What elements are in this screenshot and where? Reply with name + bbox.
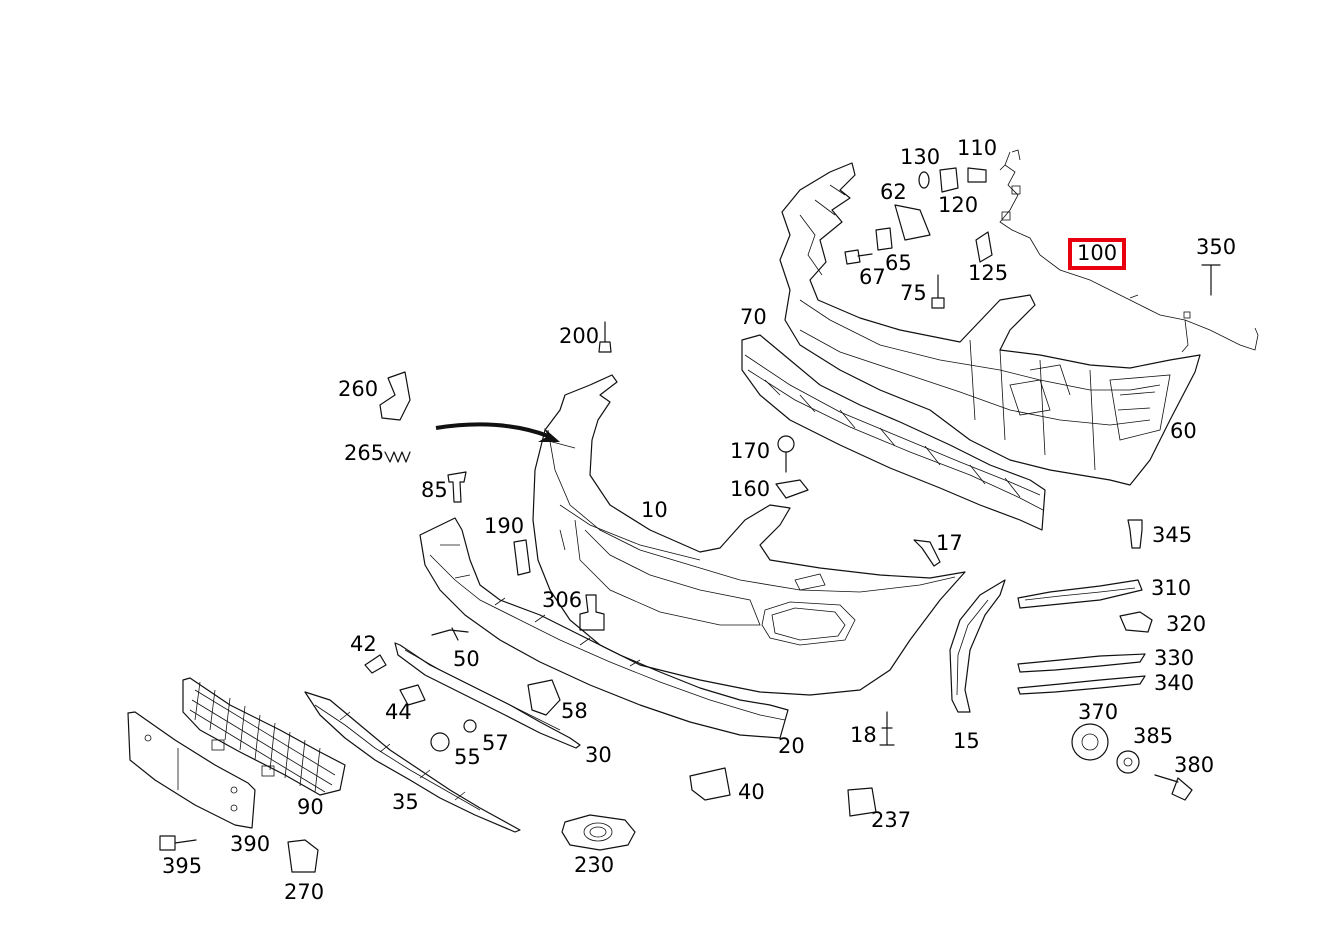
callout-310[interactable]: 310 — [1151, 576, 1192, 600]
callout-62[interactable]: 62 — [880, 180, 907, 204]
callout-340[interactable]: 340 — [1154, 671, 1195, 695]
license-bracket-390 — [127, 711, 256, 829]
callout-70[interactable]: 70 — [740, 305, 767, 329]
callout-110[interactable]: 110 — [957, 136, 998, 160]
callout-100-highlighted[interactable]: 100 — [1068, 238, 1127, 270]
callout-42[interactable]: 42 — [350, 632, 377, 656]
bumper-reinforcement-60 — [779, 162, 1201, 486]
callout-65[interactable]: 65 — [885, 251, 912, 275]
callout-57[interactable]: 57 — [482, 731, 509, 755]
callout-44[interactable]: 44 — [385, 700, 412, 724]
fasteners — [159, 167, 1221, 873]
callout-265[interactable]: 265 — [344, 441, 385, 465]
callout-370[interactable]: 370 — [1078, 700, 1119, 724]
callout-90[interactable]: 90 — [297, 795, 324, 819]
callout-395[interactable]: 395 — [162, 854, 203, 878]
callout-85[interactable]: 85 — [421, 478, 448, 502]
callout-55[interactable]: 55 — [454, 745, 481, 769]
energy-absorber-70 — [741, 334, 1046, 531]
callout-17[interactable]: 17 — [936, 531, 963, 555]
side-strip-15 — [949, 579, 1006, 713]
callout-40[interactable]: 40 — [738, 780, 765, 804]
callout-237[interactable]: 237 — [871, 808, 912, 832]
callout-20[interactable]: 20 — [778, 734, 805, 758]
callout-35[interactable]: 35 — [392, 790, 419, 814]
callout-125[interactable]: 125 — [968, 261, 1009, 285]
callout-75[interactable]: 75 — [900, 281, 927, 305]
callout-270[interactable]: 270 — [284, 880, 325, 904]
callout-200[interactable]: 200 — [559, 324, 600, 348]
callout-390[interactable]: 390 — [230, 832, 271, 856]
callout-190[interactable]: 190 — [484, 514, 525, 538]
callout-350[interactable]: 350 — [1196, 235, 1237, 259]
callout-160[interactable]: 160 — [730, 477, 771, 501]
callout-10[interactable]: 10 — [641, 498, 668, 522]
callout-50[interactable]: 50 — [453, 647, 480, 671]
callout-58[interactable]: 58 — [561, 699, 588, 723]
direction-arrow — [435, 422, 560, 442]
callout-15[interactable]: 15 — [953, 729, 980, 753]
callout-230[interactable]: 230 — [574, 853, 615, 877]
bumper-cover-10 — [532, 374, 966, 696]
callout-385[interactable]: 385 — [1133, 724, 1174, 748]
callout-330[interactable]: 330 — [1154, 646, 1195, 670]
callout-380[interactable]: 380 — [1174, 753, 1215, 777]
wiring-harness-100 — [999, 149, 1259, 353]
callout-60[interactable]: 60 — [1170, 419, 1197, 443]
strip-330 — [1017, 653, 1146, 673]
callout-260[interactable]: 260 — [338, 377, 379, 401]
grille-90 — [182, 677, 346, 796]
callout-130[interactable]: 130 — [900, 145, 941, 169]
callout-170[interactable]: 170 — [730, 439, 771, 463]
trim-strip-30 — [394, 642, 581, 749]
callout-18[interactable]: 18 — [850, 723, 877, 747]
callout-320[interactable]: 320 — [1166, 612, 1207, 636]
callout-306[interactable]: 306 — [542, 588, 583, 612]
callout-30[interactable]: 30 — [585, 743, 612, 767]
callout-67[interactable]: 67 — [859, 265, 886, 289]
callout-120[interactable]: 120 — [938, 193, 979, 217]
lower-trim-35 — [304, 691, 521, 833]
callout-345[interactable]: 345 — [1152, 523, 1193, 547]
strip-340 — [1017, 675, 1146, 695]
fog-lamp-frame-230 — [561, 814, 636, 851]
strip-310 — [1017, 579, 1143, 609]
lower-spoiler-20 — [419, 517, 789, 739]
